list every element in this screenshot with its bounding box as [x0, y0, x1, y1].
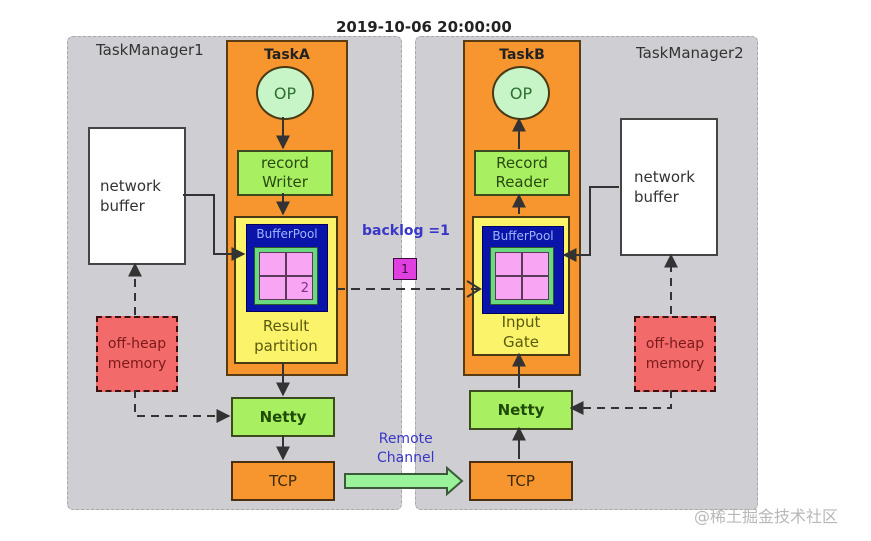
network-buffer-1-line1: network	[100, 177, 161, 195]
input-gate-line2: Gate	[503, 333, 539, 351]
in-flight-buffer-number: 1	[401, 262, 409, 276]
backlog-label: backlog =1	[362, 223, 450, 239]
task-a-op-label: OP	[273, 83, 297, 103]
buffer-cell-number: 2	[300, 281, 309, 296]
buffer-cell	[259, 276, 286, 300]
record-reader-line2: Reader	[495, 173, 549, 191]
record-writer-line2: Writer	[262, 173, 308, 191]
tcp-2-label: TCP	[507, 472, 535, 490]
off-heap-2-line2: memory	[645, 356, 705, 372]
netty-2-label: Netty	[497, 400, 545, 419]
tcp-1-label: TCP	[269, 472, 297, 490]
timestamp: 2019-10-06 20:00:00	[336, 18, 512, 36]
buffer-cell	[286, 252, 313, 276]
result-partition-line1: Result	[262, 317, 310, 335]
tcp-2: TCP	[469, 461, 573, 501]
remote-channel-line1: Remote	[378, 431, 433, 447]
arrow-netbuf1-to-pool	[183, 194, 246, 261]
task-manager-2-label: TaskManager2	[636, 44, 744, 62]
task-manager-1-label: TaskManager1	[96, 41, 204, 59]
input-gate-label: Input Gate	[474, 312, 568, 352]
buffer-pool-b: BufferPool	[482, 226, 564, 314]
task-a-op: OP	[256, 66, 314, 120]
off-heap-1-line1: off-heap	[107, 336, 167, 352]
buffer-cell: 2	[286, 276, 313, 300]
buffer-pool-a-label: BufferPool	[256, 227, 318, 241]
buffer-cell	[259, 252, 286, 276]
buffer-grid-b	[490, 247, 554, 305]
result-partition-label: Result partition	[236, 316, 336, 356]
tcp-1: TCP	[231, 461, 335, 501]
buffer-pool-b-label: BufferPool	[492, 229, 554, 243]
network-buffer-2-line1: network	[634, 168, 695, 186]
input-gate-line1: Input	[501, 313, 541, 331]
network-buffer-1-line2: buffer	[100, 197, 145, 215]
buffer-grid-a: 2	[254, 247, 318, 305]
remote-channel-arrow	[344, 465, 464, 497]
arrow-offheap1-to-netty1	[134, 390, 231, 423]
arrow-offheap2-to-netty2	[569, 390, 672, 415]
network-buffer-2: network buffer	[620, 118, 718, 256]
buffer-pool-a: BufferPool 2	[246, 224, 328, 312]
network-buffer-1: network buffer	[88, 127, 186, 265]
record-reader-line1: Record	[496, 154, 548, 172]
watermark: @稀土掘金技术社区	[694, 507, 839, 526]
off-heap-1-line2: memory	[107, 356, 167, 372]
open-arrowhead	[466, 280, 482, 298]
in-flight-buffer: 1	[393, 258, 417, 280]
arrow-netbuf2-to-pool	[562, 186, 619, 262]
record-writer-line1: record	[261, 154, 309, 172]
netty-1-label: Netty	[259, 407, 307, 426]
buffer-cell	[522, 252, 549, 276]
task-b-title: TaskB	[499, 47, 545, 63]
task-b-op-label: OP	[509, 83, 533, 103]
result-partition-line2: partition	[254, 337, 318, 355]
buffer-cell	[495, 276, 522, 300]
remote-channel-line2: Channel	[377, 450, 435, 466]
buffer-cell	[495, 252, 522, 276]
task-a-title: TaskA	[264, 47, 310, 63]
network-buffer-2-line2: buffer	[634, 188, 679, 206]
remote-channel-label: Remote Channel	[377, 430, 434, 468]
off-heap-2-line1: off-heap	[645, 336, 705, 352]
off-heap-memory-2: off-heap memory	[634, 316, 716, 392]
off-heap-memory-1: off-heap memory	[96, 316, 178, 392]
buffer-cell	[522, 276, 549, 300]
task-b-op: OP	[492, 66, 550, 120]
